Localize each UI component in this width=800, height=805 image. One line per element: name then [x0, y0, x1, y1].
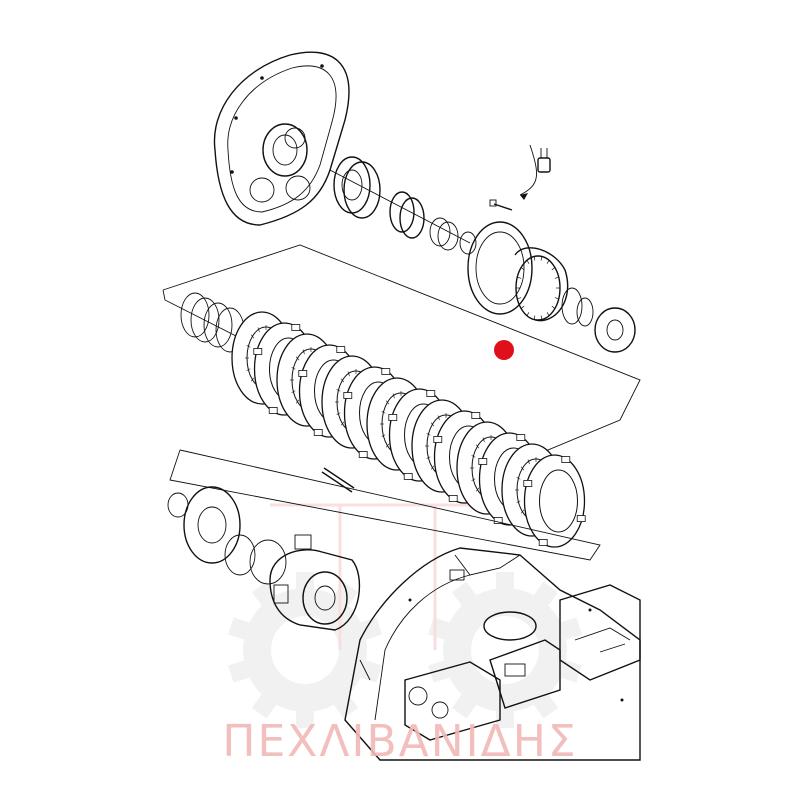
watermark-gear-logo [228, 503, 582, 728]
clutch-pack-frame [162, 244, 641, 471]
gear-cluster [329, 156, 477, 255]
bolt [489, 199, 513, 211]
steel-plate [523, 454, 586, 548]
housing-cover-plate [213, 51, 350, 226]
piston-frame [169, 449, 601, 561]
sensor-pin [519, 144, 551, 200]
piston-seal-group [167, 486, 287, 585]
highlight-marker-dot [494, 340, 514, 360]
dowel-pin [321, 467, 355, 493]
watermark-brand-text: ΠΕΧΛΙΒΑΝΙΔΗΣ [222, 716, 578, 767]
clutch-plate-stack [231, 311, 586, 548]
clutch-drum [467, 221, 636, 353]
transmission-housing [344, 547, 641, 761]
piston-hub [269, 534, 361, 631]
